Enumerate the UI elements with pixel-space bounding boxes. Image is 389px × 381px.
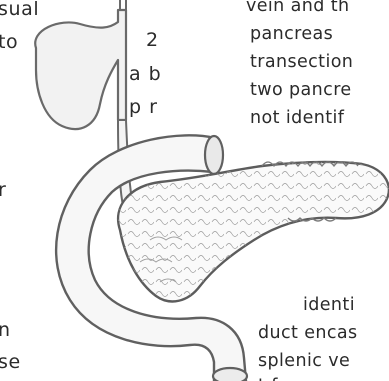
pancreas-shape — [118, 162, 389, 302]
middle-text-line-3: p r — [129, 95, 158, 119]
right-text-line-1: vein and th — [246, 0, 349, 18]
right-text-line-7: duct encas — [258, 321, 358, 345]
right-text-line-6: identi — [303, 293, 355, 317]
right-text-line-4: two pancre — [250, 78, 352, 102]
left-text-line-4: n — [0, 318, 11, 342]
right-text-line-2: pancreas — [250, 22, 333, 46]
gallbladder-shape — [35, 0, 126, 129]
right-text-line-9: t f — [258, 374, 278, 381]
right-text-line-3: transection — [250, 50, 353, 74]
left-text-line-2: to — [0, 30, 18, 54]
right-text-line-8: splenic ve — [258, 349, 350, 373]
left-text-line-5: se — [0, 350, 21, 374]
left-text-line-3: r — [0, 178, 6, 202]
middle-text-line-1: 2 — [146, 28, 159, 52]
middle-text-line-2: a b — [129, 62, 162, 86]
right-text-line-5: not identif — [250, 106, 344, 130]
left-text-line-1: sual — [0, 0, 39, 21]
